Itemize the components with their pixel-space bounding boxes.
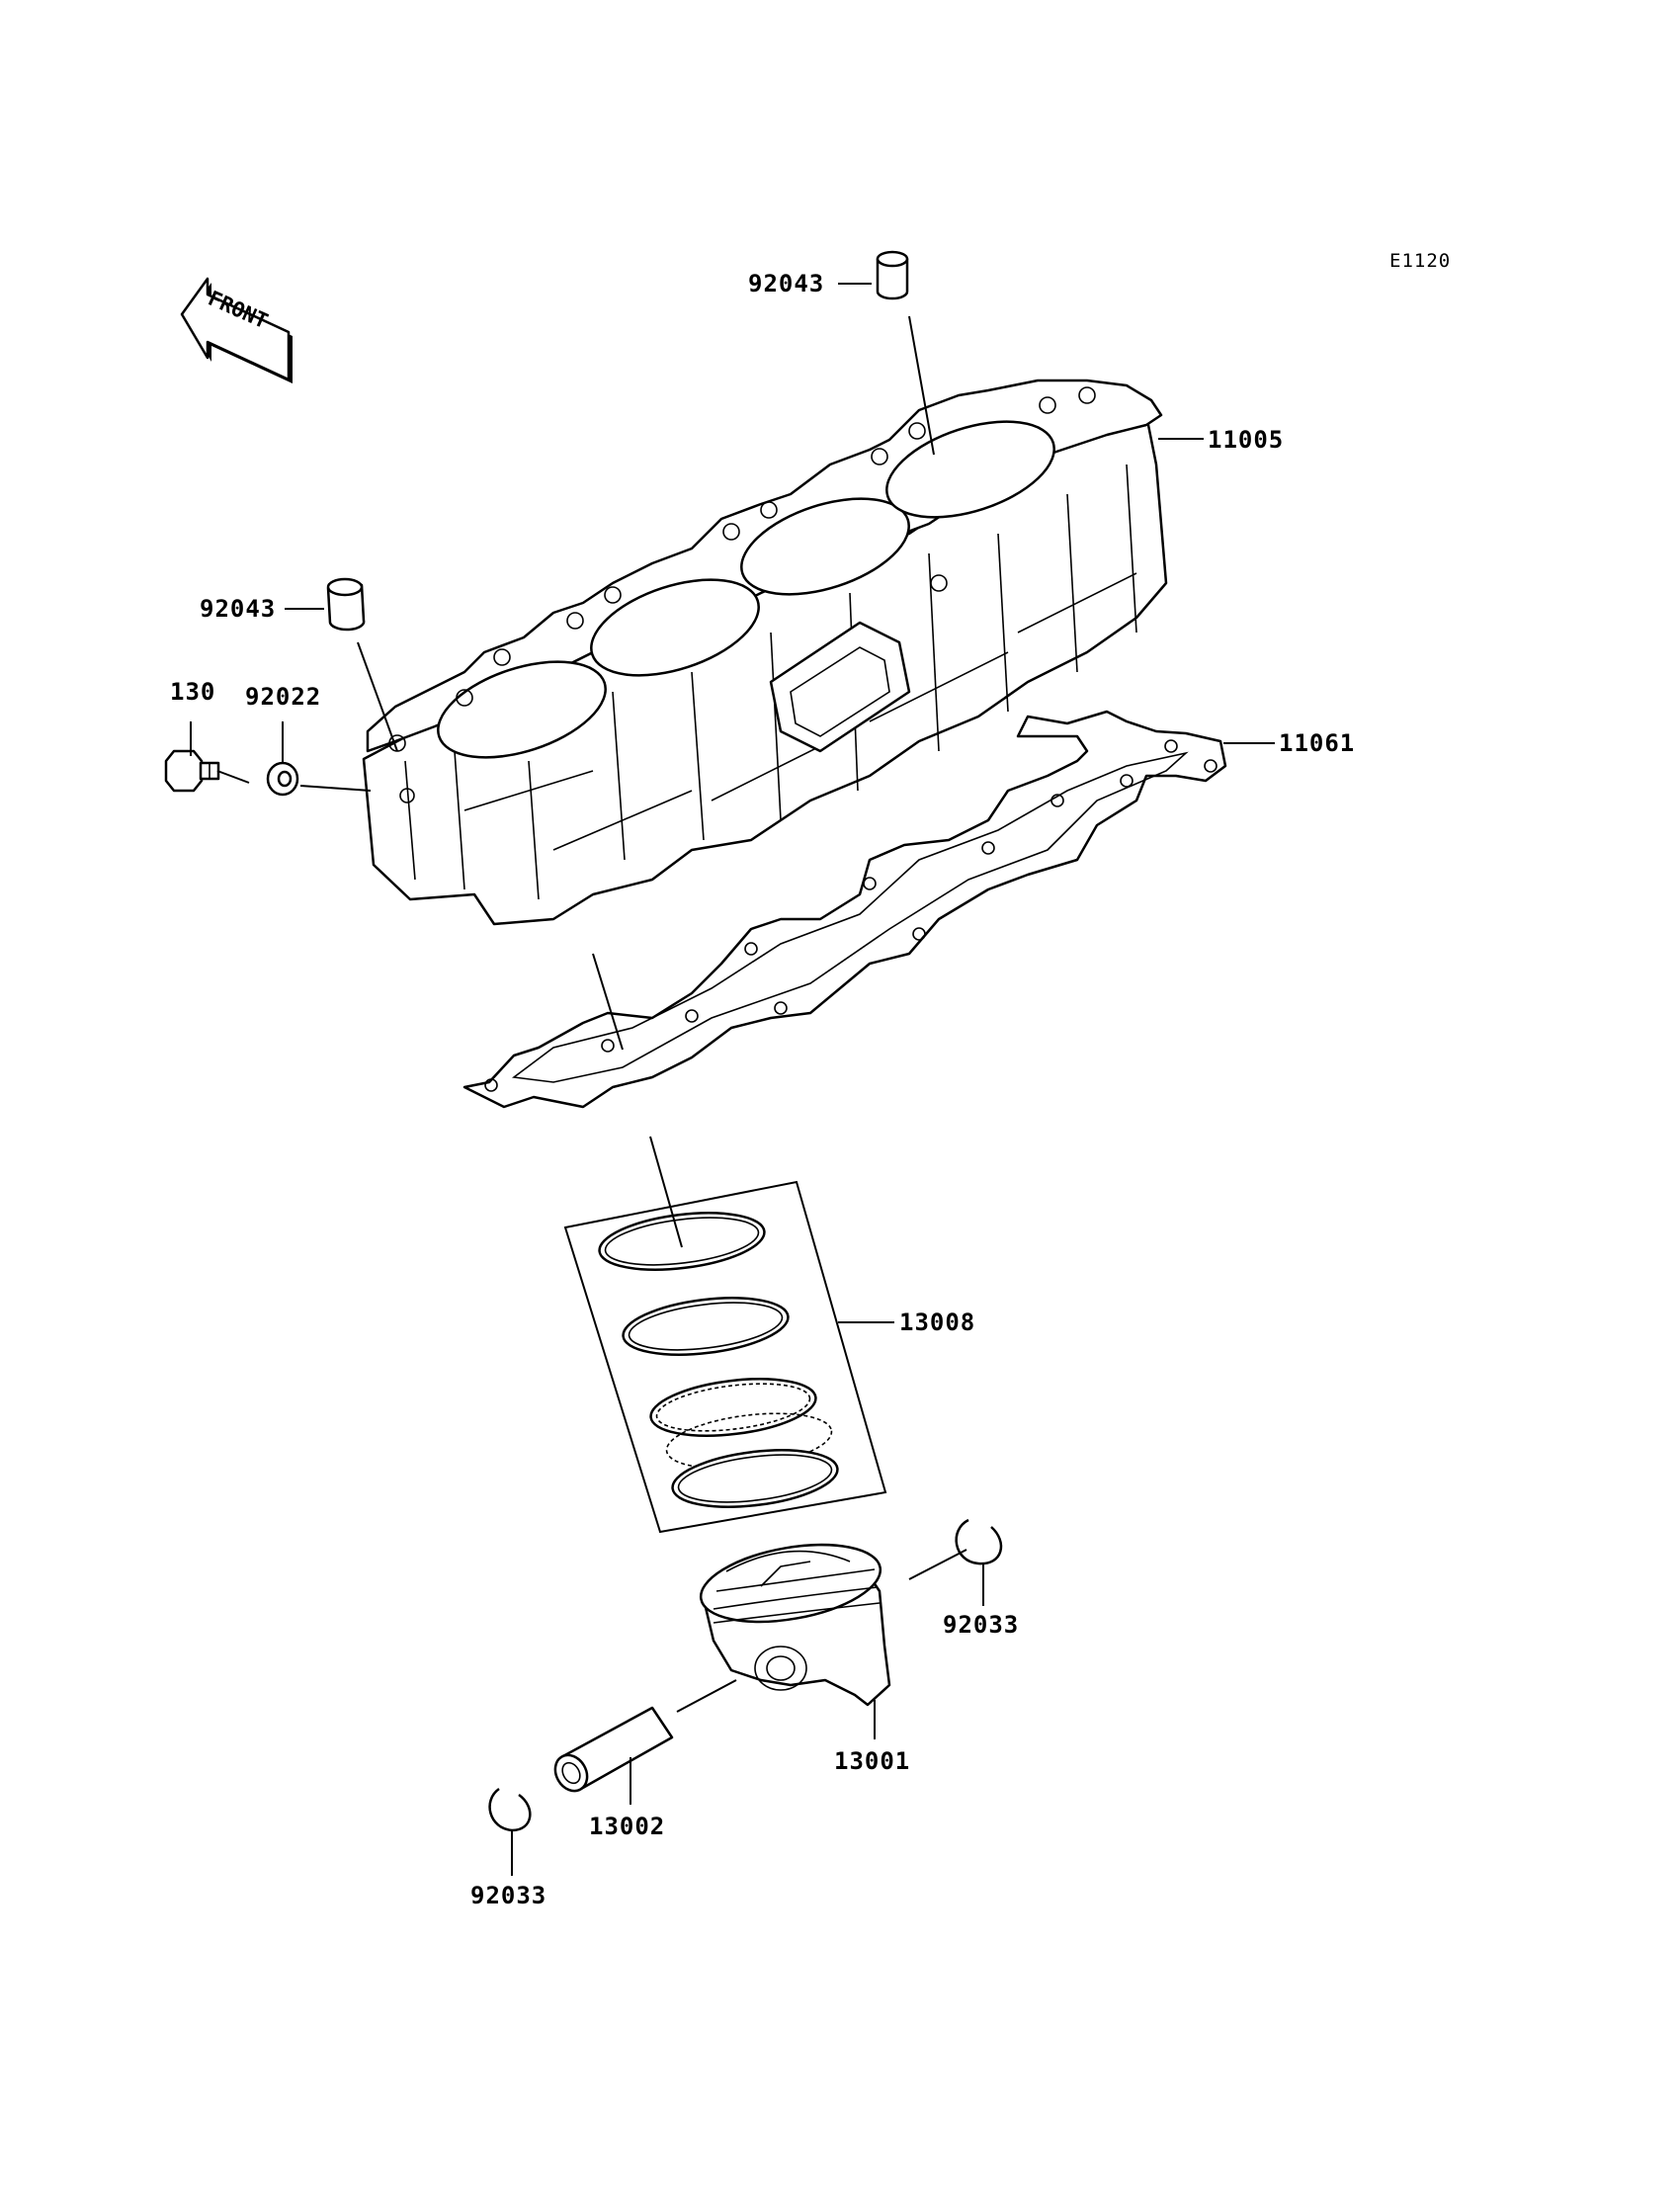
label-piston-ring-set: 13008 xyxy=(899,1309,975,1336)
label-piston: 13001 xyxy=(834,1747,910,1775)
washer xyxy=(266,761,299,797)
diagram-code: E1120 xyxy=(1389,250,1451,272)
bolt xyxy=(164,749,220,793)
piston xyxy=(699,1543,891,1707)
label-dowel-pin-top: 92043 xyxy=(748,270,824,297)
label-cylinder-gasket: 11061 xyxy=(1279,729,1355,757)
label-washer: 92022 xyxy=(245,683,321,711)
snap-ring-left xyxy=(488,1787,532,1832)
cylinder-block xyxy=(362,379,1168,926)
label-piston-pin: 13002 xyxy=(589,1813,665,1840)
piston-pin xyxy=(553,1706,674,1793)
snap-ring-right xyxy=(955,1518,1003,1565)
label-snap-ring-right: 92033 xyxy=(943,1611,1019,1639)
leader-lines xyxy=(190,283,1275,1876)
dowel-pin-left xyxy=(326,577,366,632)
dowel-pin-top xyxy=(876,250,909,300)
front-arrow-icon: FRONT xyxy=(180,277,293,383)
cylinder-gasket xyxy=(462,710,1227,1109)
piston-ring-set xyxy=(563,1180,887,1534)
label-snap-ring-left: 92033 xyxy=(470,1882,546,1909)
label-bolt: 130 xyxy=(170,678,215,706)
label-cylinder: 11005 xyxy=(1208,426,1284,454)
label-dowel-pin-left: 92043 xyxy=(200,595,276,623)
